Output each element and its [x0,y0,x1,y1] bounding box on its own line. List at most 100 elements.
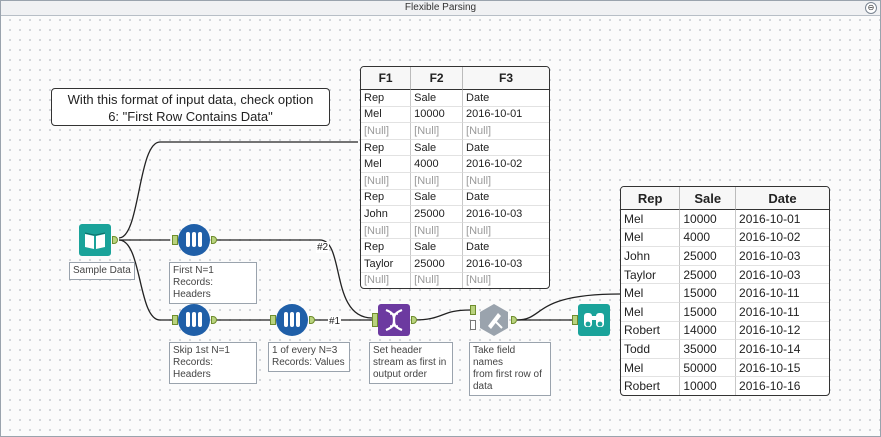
label-line: Skip 1st N=1 [173,345,230,356]
dynamic-rename-label: Take field names from first row of data [469,342,551,396]
input-anchor[interactable] [172,315,178,325]
input-anchor[interactable] [172,235,178,245]
table-cell: Sale [411,189,464,207]
table-cell: 2016-10-01 [736,210,829,229]
table-cell: Taylor [361,255,412,273]
table-cell: 4000 [680,228,737,248]
table-cell: 2016-10-02 [736,229,829,248]
container-title-bar[interactable]: Flexible Parsing ⊖ [1,1,880,16]
label-line: Set header [373,345,422,356]
sample-skip-tool[interactable] [178,304,210,336]
test-tubes-icon [276,304,308,336]
label-line: First N=1 [173,265,214,276]
sample-every-tool[interactable] [276,304,308,336]
binoculars-icon [578,304,610,336]
table-cell: John [361,206,412,223]
output-anchor[interactable] [211,236,217,244]
table-cell: Mel [361,156,412,173]
label-line: Take field names [473,345,516,368]
output-anchor[interactable] [309,316,315,324]
input-data-tool[interactable] [79,224,111,256]
table-cell: Mel [621,358,681,378]
null-cell: [Null] [411,123,464,140]
table-cell: Date [463,90,549,107]
table-cell: Mel [361,106,412,124]
comment-line-1: With this format of input data, check op… [67,92,314,107]
collapse-icon[interactable]: ⊖ [865,2,877,14]
label-line: Sample Data [73,265,131,276]
table-cell: 25000 [411,206,464,223]
comment-box[interactable]: With this format of input data, check op… [51,88,330,126]
table-cell: Mel [621,210,681,229]
table-cell: 2016-10-02 [463,156,549,173]
secondary-input-anchor[interactable] [470,320,476,330]
null-cell: [Null] [361,123,412,140]
browse-tool[interactable] [578,304,610,336]
table-cell: Taylor [621,265,681,285]
sample-first-label: First N=1 Records: Headers [169,262,257,304]
sample-first-tool[interactable] [178,224,210,256]
output-anchor[interactable] [411,316,417,324]
table-cell: Robert [621,377,681,395]
null-cell: [Null] [466,274,492,287]
column-header: F1 [361,67,412,90]
dynamic-rename-tool[interactable] [478,304,510,336]
sample-skip-label: Skip 1st N=1 Records: Headers [169,342,257,384]
input-anchor[interactable] [572,315,578,325]
label-line: data [473,381,493,392]
table-cell: Rep [361,139,412,157]
table-cell: Date [463,239,549,256]
label-line: 1 of every N=3 [272,345,338,356]
union-tool[interactable] [378,304,410,336]
table-cell: 2016-10-11 [736,303,829,322]
table-row: [Null][Null][Null] [361,272,549,289]
wire-first-to-union [215,239,373,319]
test-tubes-icon [178,304,210,336]
table-cell: 25000 [680,247,737,266]
output-anchor[interactable] [112,236,118,244]
wire-input-to-skip [118,239,172,321]
label-line: output order [373,369,427,380]
test-tubes-icon [178,224,210,256]
null-cell: [Null] [411,172,464,190]
output-anchor[interactable] [211,316,217,324]
table-cell: 2016-10-15 [736,359,829,378]
label-line: Records: Values [272,357,345,368]
dna-union-icon [378,304,410,336]
table-cell: 2016-10-16 [739,379,801,394]
null-cell: [Null] [361,222,412,240]
wire-union-to-rename [412,309,471,321]
book-input-icon [79,224,111,256]
label-line: from first row of [473,369,542,380]
input-tool-label: Sample Data [69,262,135,280]
table-cell: 4000 [411,156,464,173]
multi-input-anchor[interactable] [372,313,378,327]
label-line: Records: Headers [173,277,214,300]
table-cell: Rep [361,239,412,256]
input-anchor[interactable] [270,315,276,325]
table-cell: 14000 [680,321,737,341]
table-cell: 2016-10-03 [463,256,549,273]
dynamic-rename-icon [480,304,508,336]
null-cell: [Null] [361,172,412,190]
table-cell: 10000 [680,377,737,395]
output-anchor[interactable] [511,316,517,324]
table-cell: Rep [361,90,412,107]
column-header: F2 [411,67,464,90]
comment-line-2: 6: "First Row Contains Data" [108,109,273,124]
input-anchor[interactable] [470,305,476,315]
label-line: stream as first in [373,357,447,368]
